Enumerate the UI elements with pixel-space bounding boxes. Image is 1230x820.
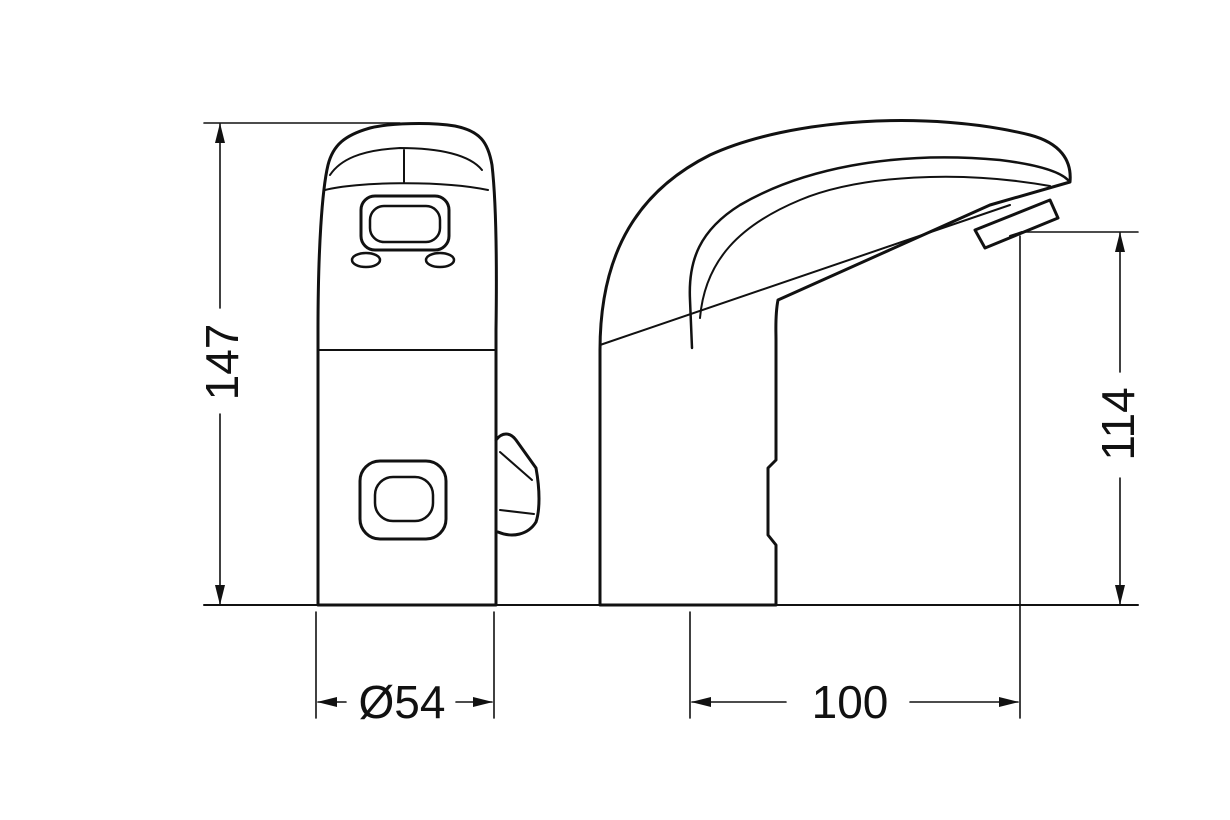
sensor-window-inner	[368, 204, 442, 244]
side-lever-detail	[499, 451, 535, 515]
dimension-spout-reach: 100	[689, 235, 1021, 728]
front-view-head-curve	[324, 182, 489, 191]
control-button-outer	[358, 459, 448, 541]
side-view-body-outline	[598, 119, 1072, 607]
dimension-height-total: 147	[196, 122, 401, 605]
sensor-window-outer	[359, 194, 451, 252]
side-view-spout-contour	[688, 156, 1070, 350]
dim-label-114: 114	[1092, 387, 1144, 460]
front-view-head-contour	[329, 147, 483, 176]
aerator-detail	[1009, 231, 1023, 237]
dim-label-100: 100	[812, 676, 889, 728]
side-view	[598, 119, 1072, 607]
front-view-body-outline	[316, 122, 498, 607]
aerator	[973, 198, 1060, 250]
front-view	[316, 122, 541, 607]
dim-label-147: 147	[196, 324, 248, 401]
side-view-spout-underline	[599, 204, 1011, 346]
dimension-spout-height: 114	[1021, 231, 1144, 605]
control-button-inner	[373, 475, 435, 523]
dimension-diameter: Ø54	[315, 611, 495, 728]
led-right	[424, 251, 456, 269]
side-view-spout-inner	[699, 175, 1051, 319]
dim-label-diameter-54: Ø54	[359, 676, 446, 728]
led-left	[350, 251, 382, 269]
side-lever	[494, 432, 541, 537]
